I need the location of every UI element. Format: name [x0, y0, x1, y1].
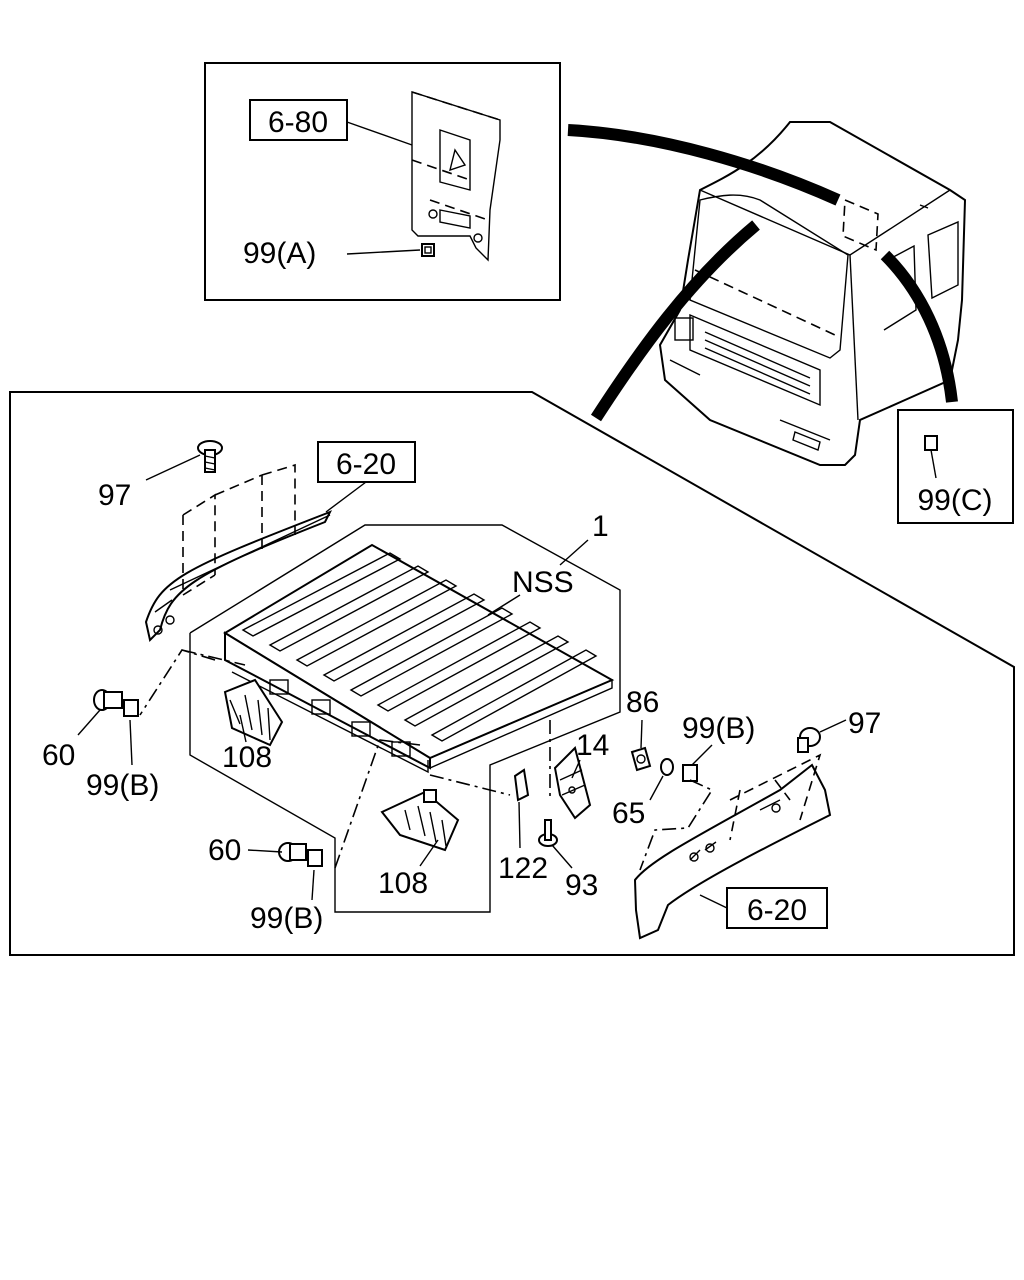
clip-nut-99b-left — [123, 699, 139, 717]
label-108-bottom: 108 — [378, 867, 428, 900]
inset-box-bracket: 6-80 99(A) — [204, 62, 561, 301]
truck-cab-illustration — [567, 121, 967, 466]
label-97-left: 97 — [98, 479, 131, 512]
right-roof-rail — [633, 753, 832, 940]
label-99a: 99(A) — [243, 237, 316, 270]
label-part-1: 1 — [592, 510, 609, 543]
label-99b-right: 99(B) — [682, 712, 755, 745]
label-99c: 99(C) — [917, 484, 992, 517]
spacer-122 — [513, 768, 530, 802]
bracket-14 — [553, 746, 592, 820]
clip-nut-99c — [924, 435, 938, 451]
ref-label-6-20-bottom: 6-20 — [747, 894, 807, 927]
ref-label-6-20-top: 6-20 — [336, 448, 396, 481]
label-99b-bottom: 99(B) — [250, 902, 323, 935]
fastener-set-center: 122 14 93 — [429, 720, 609, 902]
fastener-set-right: 86 65 99(B) 97 6-20 — [612, 686, 881, 940]
fastener-set-bottom: 60 99(B) 108 — [208, 739, 460, 935]
nut-86 — [630, 746, 652, 772]
label-108-left: 108 — [222, 741, 272, 774]
label-97-right: 97 — [848, 707, 881, 740]
fastener-set-left: 60 99(B) 108 — [42, 649, 284, 802]
bracket-108-left — [223, 678, 284, 747]
bolt-97-right — [797, 727, 821, 753]
bracket-108-bottom — [380, 789, 460, 852]
label-nss: NSS — [512, 566, 574, 599]
label-99b-left: 99(B) — [86, 769, 159, 802]
left-roof-rail: 97 6-20 — [98, 440, 416, 642]
ref-box-6-80 — [249, 99, 348, 141]
label-14: 14 — [576, 729, 609, 762]
label-122: 122 — [498, 852, 548, 885]
box-99c: 99(C) — [897, 409, 1014, 524]
label-60-bottom: 60 — [208, 834, 241, 867]
bolt-93 — [538, 819, 558, 847]
label-60-left: 60 — [42, 739, 75, 772]
clip-nut-99b-bottom — [307, 849, 323, 867]
ref-label-6-80: 6-80 — [268, 106, 328, 139]
washer-65 — [660, 758, 674, 776]
label-65: 65 — [612, 797, 645, 830]
bolt-97-left — [197, 440, 223, 473]
main-frame — [9, 391, 1015, 956]
label-93: 93 — [565, 869, 598, 902]
clip-nut-99b-right — [682, 764, 698, 782]
roof-panel: NSS 1 — [189, 510, 621, 913]
ref-box-6-20-top — [317, 441, 416, 483]
clip-nut-99a — [421, 243, 435, 257]
label-86: 86 — [626, 686, 659, 719]
